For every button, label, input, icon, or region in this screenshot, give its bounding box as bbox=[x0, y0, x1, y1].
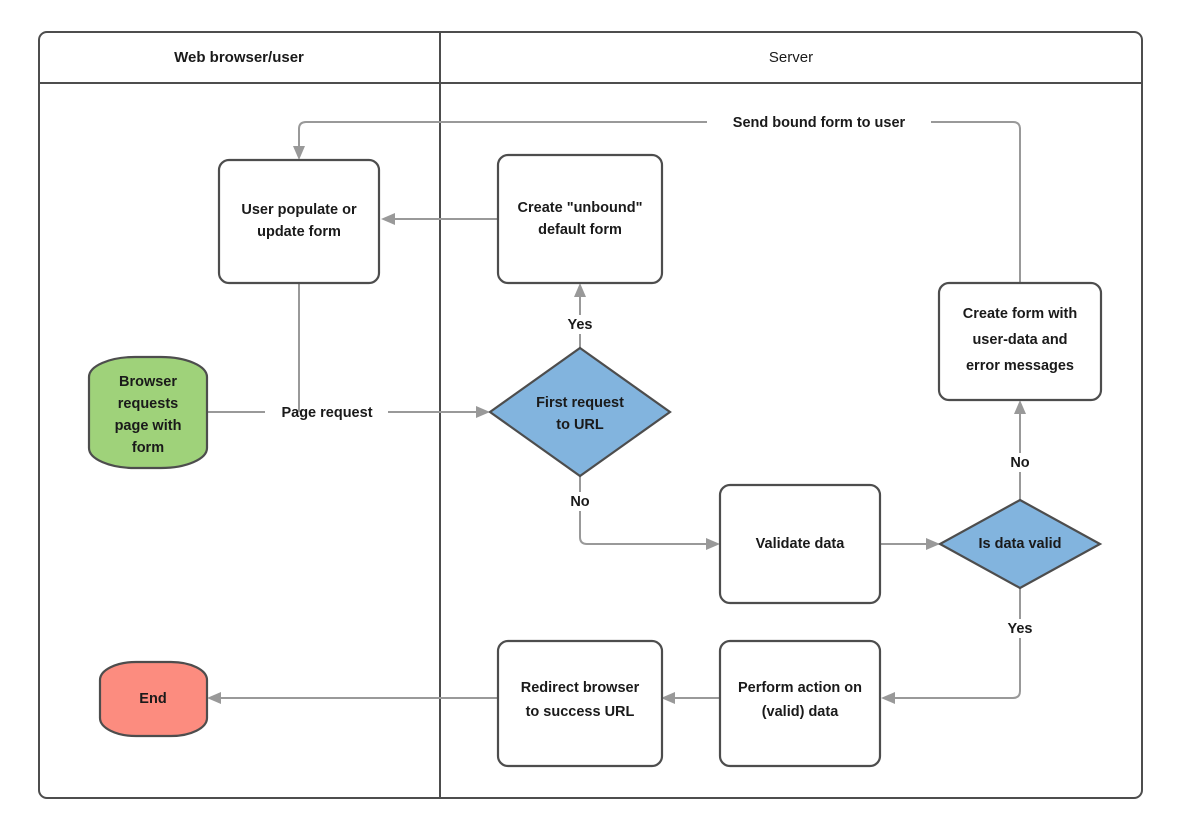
arrowhead bbox=[881, 692, 895, 704]
arrowhead bbox=[661, 692, 675, 704]
node-end[interactable]: End bbox=[98, 660, 209, 738]
node-create-unbound-default-form[interactable]: Create "unbound" default form bbox=[496, 153, 664, 285]
node-create-form-with-user-data[interactable]: Create form with user-data and error mes… bbox=[937, 281, 1103, 402]
node-browser-requests-page-with-form[interactable]: Browser requests page with form bbox=[87, 355, 209, 470]
edge-perform-to-redirect bbox=[661, 692, 720, 704]
node-label-line-3: error messages bbox=[966, 358, 1074, 374]
edge-label-first-request-no: No bbox=[570, 494, 589, 510]
edge-label-backdrop bbox=[265, 403, 388, 422]
node-label-line-1: Perform action on bbox=[738, 680, 862, 696]
node-label-line-2: to URL bbox=[556, 417, 604, 433]
edge-first-request-no: No bbox=[560, 476, 720, 550]
node-perform-action-on-valid-data[interactable]: Perform action on (valid) data bbox=[718, 639, 882, 768]
node-label-line-3: page with bbox=[115, 418, 182, 434]
edge-is-data-valid-no: No bbox=[1000, 400, 1040, 500]
node-label-line-1: Create "unbound" bbox=[518, 200, 643, 216]
edge-page-request: Page request bbox=[207, 403, 490, 422]
edge-label-send-bound-form-to-user: Send bound form to user bbox=[733, 115, 906, 131]
arrowhead bbox=[926, 538, 940, 550]
node-label-line-1: Create form with bbox=[963, 306, 1077, 322]
node-shape-diamond bbox=[937, 498, 1103, 590]
arrowhead bbox=[293, 146, 305, 160]
node-label-line-2: requests bbox=[118, 396, 178, 412]
node-shape-rect bbox=[217, 158, 381, 285]
edge-label-is-data-valid-no: No bbox=[1010, 455, 1029, 471]
edge-first-request-yes: Yes bbox=[560, 283, 600, 348]
node-shape-rect bbox=[496, 153, 664, 285]
node-label-line-1: Validate data bbox=[756, 536, 846, 552]
arrowhead bbox=[476, 406, 490, 418]
node-shape-rect bbox=[718, 639, 882, 768]
edge-label-first-request-yes: Yes bbox=[568, 317, 593, 333]
edge-validate-to-is-data-valid bbox=[880, 538, 940, 550]
node-shape-rect bbox=[496, 639, 664, 768]
edge-label-backdrop bbox=[560, 492, 600, 511]
edge-label-backdrop bbox=[1000, 619, 1040, 638]
node-label-line-2: (valid) data bbox=[762, 704, 839, 720]
lane-title-server: Server bbox=[769, 49, 813, 66]
edge-redirect-to-end bbox=[207, 692, 498, 704]
lane-title-web-browser-user: Web browser/user bbox=[174, 49, 304, 66]
node-label-line-1: Redirect browser bbox=[521, 680, 640, 696]
node-shape-diamond bbox=[488, 346, 672, 478]
arrowhead bbox=[207, 692, 221, 704]
arrowhead bbox=[1014, 400, 1026, 414]
node-label-line-1: User populate or bbox=[241, 202, 357, 218]
node-shape-terminator bbox=[98, 660, 209, 738]
node-label-line-2: update form bbox=[257, 224, 341, 240]
arrowhead bbox=[381, 213, 395, 225]
node-shape-rect bbox=[718, 483, 882, 605]
edge-send-bound-form-to-user: Send bound form to user bbox=[293, 113, 1021, 283]
node-shape-rect bbox=[937, 281, 1103, 402]
edge-unbound-to-user-populate bbox=[381, 213, 498, 225]
node-label-line-1: Browser bbox=[119, 374, 177, 390]
node-label-line-2: user-data and bbox=[972, 332, 1067, 348]
node-redirect-browser-to-success-url[interactable]: Redirect browser to success URL bbox=[496, 639, 664, 768]
node-shape-terminator bbox=[87, 355, 209, 470]
edge-label-is-data-valid-yes: Yes bbox=[1008, 621, 1033, 637]
arrowhead bbox=[706, 538, 720, 550]
node-label-line-4: form bbox=[132, 440, 164, 456]
arrowhead bbox=[574, 283, 586, 297]
node-first-request-to-url[interactable]: First request to URL bbox=[488, 346, 672, 478]
edge-label-backdrop bbox=[707, 113, 931, 132]
node-label-line-1: First request bbox=[536, 395, 624, 411]
node-label-line-1: End bbox=[139, 691, 166, 707]
node-label-line-2: default form bbox=[538, 222, 622, 238]
edge-is-data-valid-yes: Yes bbox=[881, 588, 1040, 704]
node-validate-data[interactable]: Validate data bbox=[718, 483, 882, 605]
edge-label-backdrop bbox=[560, 315, 600, 334]
node-label-line-2: to success URL bbox=[526, 704, 635, 720]
node-user-populate-or-update-form[interactable]: User populate or update form bbox=[217, 158, 381, 285]
edge-label-page-request: Page request bbox=[281, 405, 372, 421]
edge-label-backdrop bbox=[1000, 453, 1040, 472]
node-label-line-1: Is data valid bbox=[978, 536, 1061, 552]
node-is-data-valid[interactable]: Is data valid bbox=[937, 498, 1103, 590]
